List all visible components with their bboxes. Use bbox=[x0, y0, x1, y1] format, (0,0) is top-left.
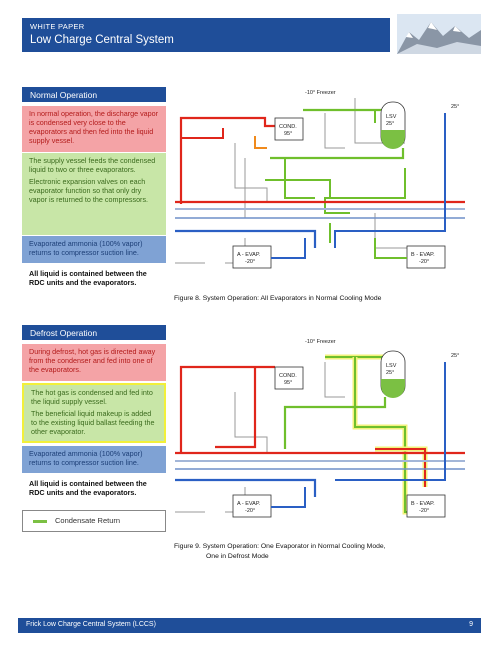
section-title-normal: Normal Operation bbox=[22, 87, 166, 102]
normal-green-text-2: Electronic expansion valves on each evap… bbox=[29, 177, 149, 204]
normal-green-text-1: The supply vessel feeds the condensed li… bbox=[29, 156, 156, 174]
figure8-caption: Figure 8. System Operation: All Evaporat… bbox=[174, 295, 382, 302]
d1-lsv-temp: 25° bbox=[386, 121, 394, 127]
figure9-caption-line1: Figure 9. System Operation: One Evaporat… bbox=[174, 543, 386, 550]
d1-cond-label: COND. bbox=[279, 124, 297, 130]
d1-hot-gas-line bbox=[179, 116, 275, 204]
d2-cond-label: COND. bbox=[279, 373, 297, 379]
defrost-green-text-1: The hot gas is condensed and fed into th… bbox=[31, 388, 153, 406]
normal-pink-text: In normal operation, the discharge vapor… bbox=[29, 109, 159, 145]
d2-cond-temp: 95° bbox=[284, 380, 292, 386]
defrost-green-text-2: The beneficial liquid makeup is added to… bbox=[31, 409, 155, 436]
diagram-defrost: -10° Freezer 25° COND. 95° LSV 25° A - E… bbox=[175, 339, 465, 518]
defrost-pink-text: During defrost, hot gas is directed away… bbox=[29, 347, 156, 374]
d1-lsv-label: LSV bbox=[386, 114, 397, 120]
header-banner: WHITE PAPER Low Charge Central System bbox=[22, 18, 390, 52]
page-number: 9 bbox=[469, 621, 473, 628]
d2-evap-b-temp: -20° bbox=[419, 508, 429, 514]
defrost-blue-box: Evaporated ammonia (100% vapor) returns … bbox=[22, 446, 166, 473]
footer-title: Frick Low Charge Central System (LCCS) bbox=[26, 621, 156, 628]
d2-evap-a-temp: -20° bbox=[245, 508, 255, 514]
d1-outdoor-label: 25° bbox=[451, 104, 459, 110]
d2-evap-b bbox=[406, 494, 446, 518]
normal-blue-box: Evaporated ammonia (100% vapor) returns … bbox=[22, 236, 166, 263]
d1-condenser bbox=[274, 117, 304, 141]
d2-lsv-temp: 25° bbox=[386, 370, 394, 376]
d1-freezer-label: -10° Freezer bbox=[305, 90, 336, 96]
d2-lsv-label: LSV bbox=[386, 363, 397, 369]
normal-white-text: All liquid is contained between the RDC … bbox=[29, 269, 147, 287]
header-kicker: WHITE PAPER bbox=[30, 22, 85, 31]
legend-swatch bbox=[33, 520, 47, 523]
d2-freezer-label: -10° Freezer bbox=[305, 339, 336, 345]
figure9-caption-line2: One in Defrost Mode bbox=[206, 553, 269, 560]
normal-blue-text: Evaporated ammonia (100% vapor) returns … bbox=[29, 239, 143, 257]
diagram-normal: -10° Freezer 25° COND. 95° LSV 25° A - E… bbox=[175, 90, 465, 269]
d1-evap-a-temp: -20° bbox=[245, 259, 255, 265]
d1-evap-b-temp: -20° bbox=[419, 259, 429, 265]
d2-outdoor-label: 25° bbox=[451, 353, 459, 359]
normal-green-box: The supply vessel feeds the condensed li… bbox=[22, 153, 166, 235]
d1-evap-a-label: A - EVAP. bbox=[237, 252, 261, 258]
section-title-defrost: Defrost Operation bbox=[22, 325, 166, 340]
normal-pink-box: In normal operation, the discharge vapor… bbox=[22, 106, 166, 152]
header-title: Low Charge Central System bbox=[30, 34, 174, 46]
legend-label: Condensate Return bbox=[55, 516, 121, 525]
d2-evap-a-label: A - EVAP. bbox=[237, 501, 261, 507]
defrost-white-box: All liquid is contained between the RDC … bbox=[22, 476, 166, 504]
legend: Condensate Return bbox=[22, 510, 166, 532]
footer-bar: Frick Low Charge Central System (LCCS) 9 bbox=[18, 618, 481, 633]
d1-liquid-line bbox=[270, 148, 405, 160]
mountain-image bbox=[397, 14, 481, 54]
defrost-white-text: All liquid is contained between the RDC … bbox=[29, 479, 147, 497]
d1-cond-temp: 95° bbox=[284, 131, 292, 137]
defrost-pink-box: During defrost, hot gas is directed away… bbox=[22, 344, 166, 381]
d2-condenser bbox=[274, 366, 304, 390]
defrost-blue-text: Evaporated ammonia (100% vapor) returns … bbox=[29, 449, 143, 467]
defrost-green-box: The hot gas is condensed and fed into th… bbox=[22, 383, 166, 443]
d1-evap-b-label: B - EVAP. bbox=[411, 252, 435, 258]
normal-white-box: All liquid is contained between the RDC … bbox=[22, 266, 166, 294]
d2-evap-b-label: B - EVAP. bbox=[411, 501, 435, 507]
